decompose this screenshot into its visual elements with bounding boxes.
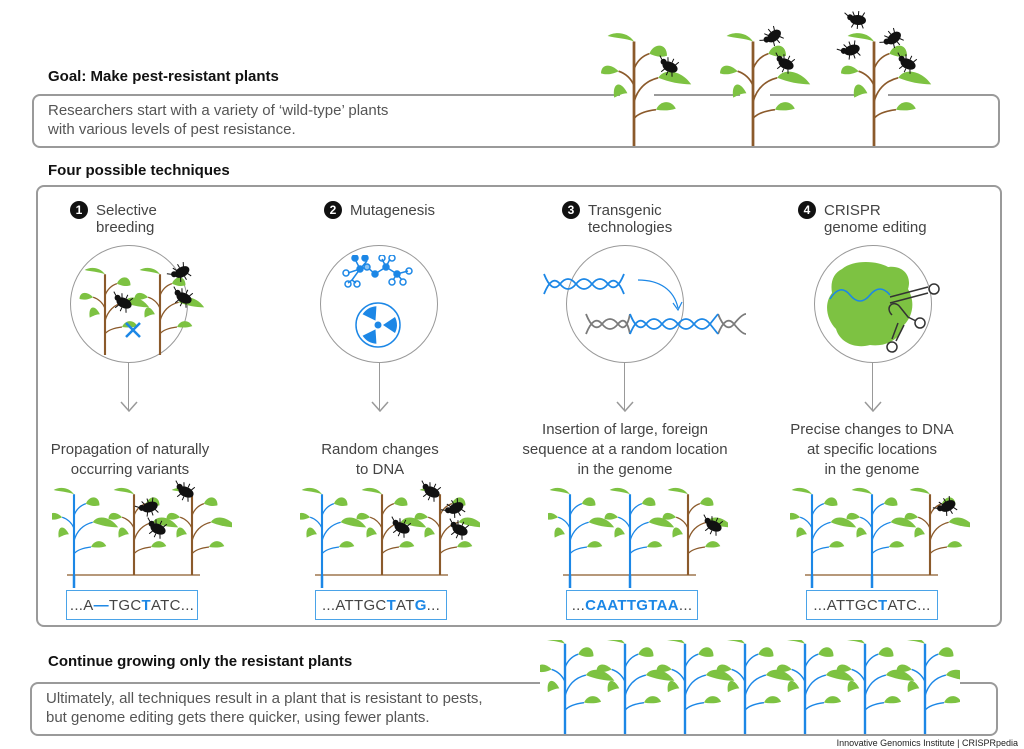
goal-text-line2: with various levels of pest resistance. <box>48 121 296 138</box>
technique-name: technologies <box>588 219 673 236</box>
technique-4-description: Precise changes to DNA at specific locat… <box>772 420 972 480</box>
result-text-line2: but genome editing gets there quicker, u… <box>46 709 430 726</box>
result-title: Continue growing only the resistant plan… <box>48 653 353 670</box>
arrow-line <box>379 362 380 410</box>
protein-shape <box>827 262 913 347</box>
desc-line: at specific locations <box>806 441 938 458</box>
bug-icon <box>842 9 868 31</box>
seq-part: ... <box>678 596 693 614</box>
seq-highlight: T <box>877 596 888 614</box>
technique-name: Transgenic <box>588 202 662 219</box>
goal-text-line1: Researchers start with a variety of ‘wil… <box>48 102 389 119</box>
arrow-down-icon <box>371 401 389 413</box>
seq-part: ...ATTGC <box>321 596 387 614</box>
guide-rna-icon <box>886 283 940 353</box>
desc-line: Propagation of naturally <box>50 441 210 458</box>
techniques-title: Four possible techniques <box>48 162 230 179</box>
desc-line: Precise changes to DNA <box>790 421 954 438</box>
seq-part: ATC... <box>887 596 931 614</box>
plants-cross-icon <box>78 259 206 357</box>
cas9-protein-icon <box>827 262 940 353</box>
foreign-dna-icon <box>543 273 625 295</box>
technique-1-description: Propagation of naturally occurring varia… <box>30 440 230 480</box>
technique-name: breeding <box>96 219 155 236</box>
credit-text: Innovative Genomics Institute | CRISPRpe… <box>836 738 1018 748</box>
molecule-icon <box>342 255 413 288</box>
seq-part: ...ATTGC <box>813 596 878 614</box>
desc-line: sequence at a random location <box>522 441 728 458</box>
technique-3-dna-sequence: ...CAATTGTAA... <box>566 590 698 620</box>
bug-icon <box>835 38 864 64</box>
arrow-line <box>624 362 625 410</box>
dna-insertion-icon <box>543 273 747 335</box>
wild-type-plants-illustration <box>599 9 933 148</box>
arrow-line <box>872 362 873 410</box>
step-number-badge: 4 <box>798 201 816 219</box>
technique-name: Mutagenesis <box>350 202 436 219</box>
technique-name: Selective <box>96 202 157 219</box>
technique-name: CRISPR <box>824 202 881 219</box>
step-number-badge: 2 <box>324 201 342 219</box>
resistant-plants-illustration <box>540 640 960 736</box>
seq-highlight: CAATTGTAA <box>585 596 679 614</box>
technique-2-plants <box>300 478 480 588</box>
desc-line: occurring variants <box>70 461 190 478</box>
arrow-down-icon <box>864 401 882 413</box>
technique-3-circle <box>566 245 684 363</box>
desc-line: in the genome <box>824 461 920 478</box>
seq-part: ... <box>426 596 441 614</box>
desc-line: in the genome <box>577 461 673 478</box>
genome-dna-icon <box>585 313 747 335</box>
chemical-radiation-icon <box>342 255 413 348</box>
desc-line: Random changes <box>321 441 439 458</box>
seq-highlight: T <box>141 596 151 614</box>
radiation-icon <box>355 302 401 348</box>
technique-name: genome editing <box>824 219 927 236</box>
arrow-down-icon <box>616 401 634 413</box>
seq-highlight: G <box>414 596 427 614</box>
technique-3-description: Insertion of large, foreign sequence at … <box>505 420 745 480</box>
seq-part: ...A <box>69 596 94 614</box>
seq-part: ATC... <box>150 596 195 614</box>
technique-1-plants <box>52 478 232 588</box>
arrow-line <box>128 362 129 410</box>
seq-part: ... <box>571 596 586 614</box>
step-number-badge: 1 <box>70 201 88 219</box>
result-box: Ultimately, all techniques result in a p… <box>30 682 998 736</box>
technique-4-plants <box>790 486 970 588</box>
technique-2-description: Random changes to DNA <box>280 440 480 480</box>
desc-line: to DNA <box>355 461 405 478</box>
goal-title: Goal: Make pest-resistant plants <box>48 68 279 85</box>
goal-box: Researchers start with a variety of ‘wil… <box>32 94 1000 148</box>
seq-highlight: T <box>386 596 397 614</box>
arrow-down-icon <box>120 401 138 413</box>
technique-4-circle <box>814 245 932 363</box>
dna-strand-icon <box>829 288 891 302</box>
seq-part: AT <box>396 596 415 614</box>
technique-2-heading: 2 Mutagenesis <box>324 201 436 219</box>
seq-deletion: — <box>93 596 109 614</box>
desc-line: Insertion of large, foreign <box>542 421 708 438</box>
step-number-badge: 3 <box>562 201 580 219</box>
technique-3-plants <box>548 486 728 588</box>
result-text-line1: Ultimately, all techniques result in a p… <box>46 690 483 707</box>
seq-part: TGC <box>108 596 142 614</box>
insertion-arrow-icon <box>637 279 679 309</box>
